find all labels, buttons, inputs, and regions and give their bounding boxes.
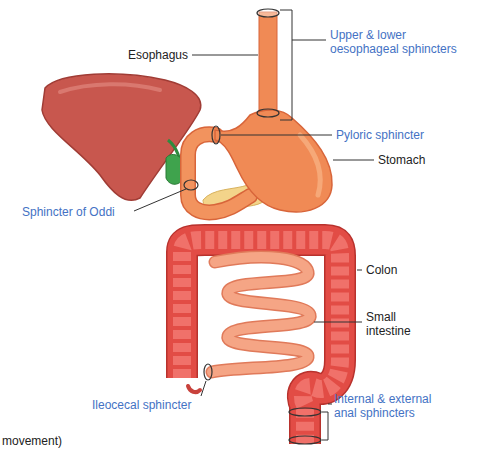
ileocecal-ring bbox=[204, 364, 212, 380]
leader-line bbox=[328, 404, 332, 405]
bracket bbox=[280, 10, 292, 120]
stomach bbox=[215, 110, 332, 212]
leader-line bbox=[314, 322, 362, 323]
part-label: Stomach bbox=[378, 153, 468, 167]
external-anal-ring bbox=[289, 436, 321, 444]
sphincter-label: Sphincter of Oddi bbox=[22, 205, 134, 219]
leader-line bbox=[333, 160, 374, 161]
oddi-ring bbox=[184, 180, 198, 190]
leader-line bbox=[192, 55, 258, 56]
sphincter-label: Internal & external anal sphincters bbox=[334, 392, 452, 421]
stomach-highlight bbox=[300, 135, 320, 195]
appendix bbox=[188, 386, 200, 392]
leader-line bbox=[292, 40, 326, 41]
colon bbox=[182, 240, 340, 444]
upper-sphincter-ring bbox=[257, 9, 279, 17]
leader-line bbox=[221, 135, 332, 136]
liver bbox=[42, 74, 201, 200]
esophagus bbox=[259, 12, 277, 116]
colon-haustra bbox=[182, 240, 340, 444]
colon-outline bbox=[182, 240, 340, 444]
liver-highlight bbox=[60, 84, 160, 92]
lower-sphincter-ring bbox=[257, 109, 279, 117]
sphincter-label: Ileocecal sphincter bbox=[92, 398, 217, 412]
part-label: Colon bbox=[366, 263, 456, 277]
leader-line bbox=[134, 189, 186, 211]
small-intestine bbox=[212, 257, 310, 372]
note-text: movement) bbox=[2, 434, 92, 448]
sphincter-label: Upper & lower oesophageal sphincters bbox=[330, 28, 470, 57]
leader-line bbox=[357, 270, 362, 271]
sphincter-label: Pyloric sphincter bbox=[336, 128, 466, 142]
small-intestine-outline bbox=[212, 257, 310, 372]
bracket bbox=[322, 412, 328, 440]
pyloric-ring bbox=[212, 126, 220, 144]
part-label: Small intestine bbox=[366, 310, 428, 339]
part-label: Esophagus bbox=[128, 48, 190, 62]
internal-anal-ring bbox=[289, 408, 321, 416]
leader-lines bbox=[134, 10, 374, 440]
leader-line bbox=[201, 381, 206, 396]
